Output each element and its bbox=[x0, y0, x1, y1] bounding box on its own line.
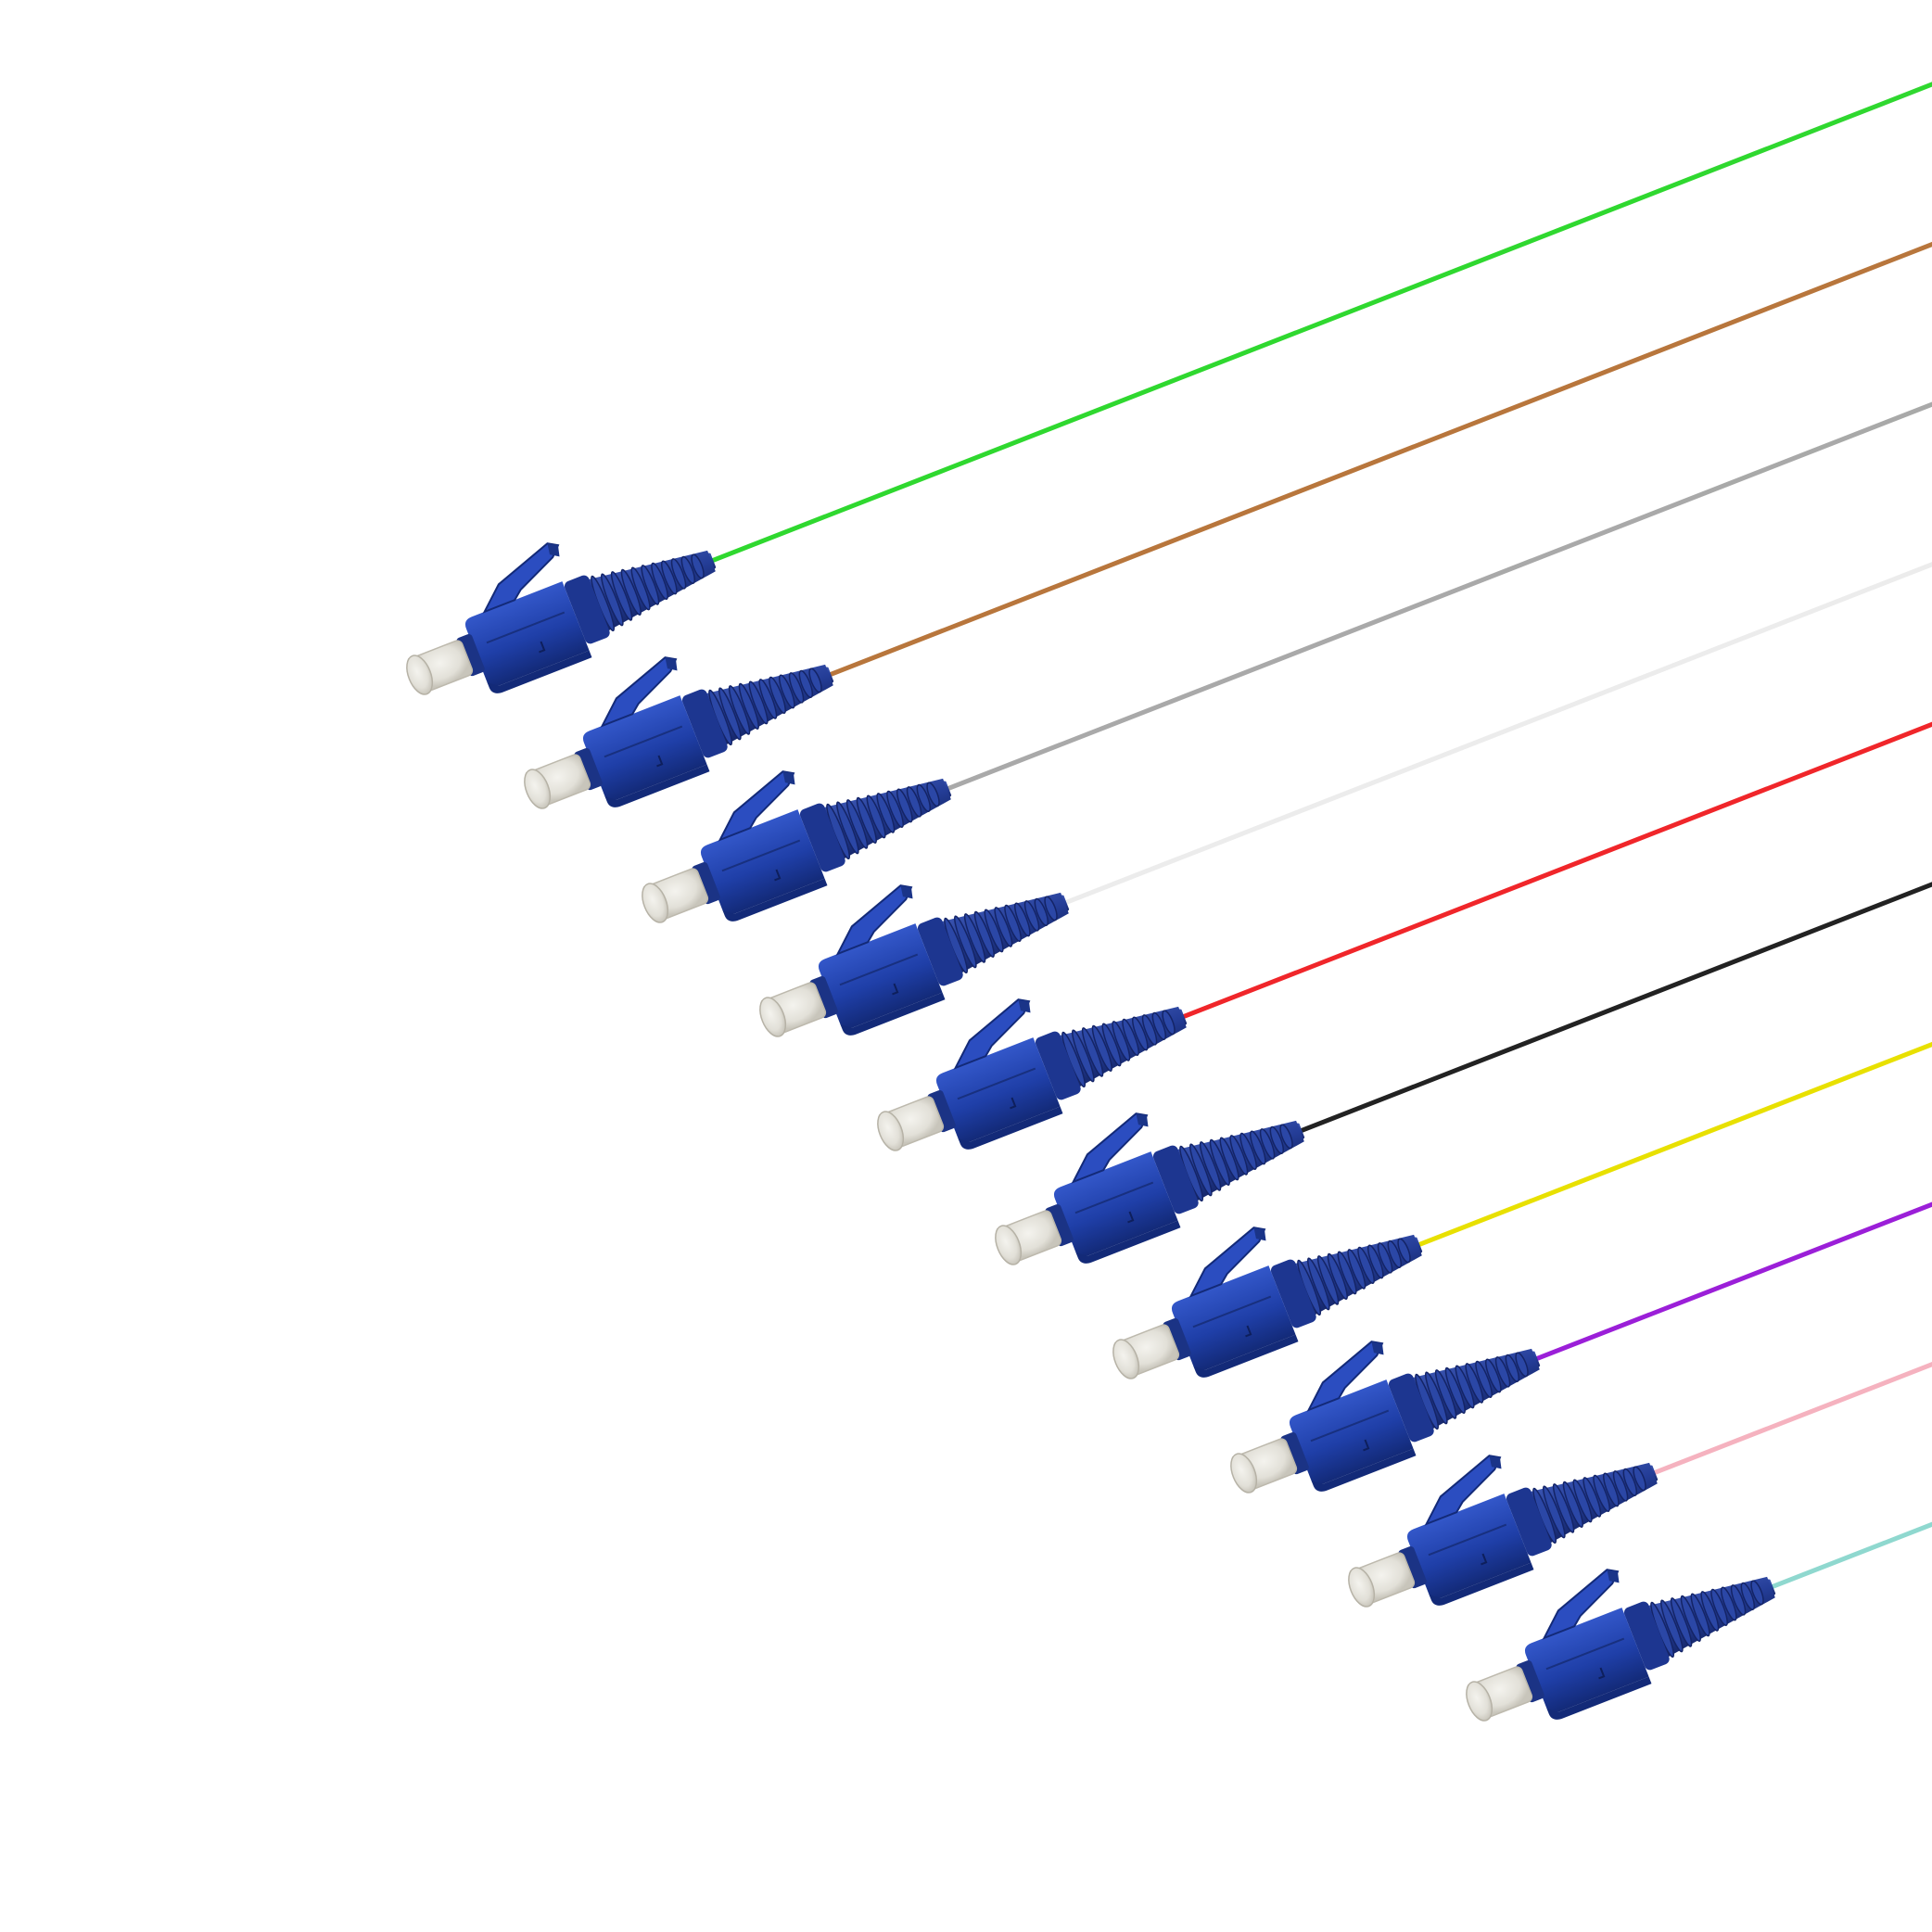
pigtail-pink bbox=[1348, 1362, 1932, 1608]
pigtail-black bbox=[995, 882, 1932, 1265]
ferrule-tip bbox=[406, 655, 434, 695]
fiber-black bbox=[1290, 882, 1932, 1137]
fiber-pink bbox=[1644, 1362, 1932, 1479]
lc-connector bbox=[642, 770, 952, 923]
lc-connector bbox=[1230, 1341, 1541, 1493]
fiber-violet bbox=[1526, 1201, 1932, 1365]
ferrule-tip bbox=[759, 997, 787, 1037]
lc-connector bbox=[406, 542, 717, 695]
ferrule-tip bbox=[524, 769, 552, 809]
fiber-green bbox=[702, 82, 1932, 566]
fiber-aqua bbox=[1761, 1521, 1932, 1593]
pigtail-white bbox=[759, 562, 1932, 1037]
pigtail-brown bbox=[524, 241, 1932, 809]
fiber-brown bbox=[820, 241, 1932, 680]
lc-connector bbox=[1348, 1455, 1659, 1608]
fiber-yellow bbox=[1408, 1041, 1932, 1251]
ferrule-tip bbox=[1112, 1339, 1140, 1379]
lc-connector bbox=[524, 656, 834, 809]
fiber-gray bbox=[937, 401, 1932, 794]
pigtail-red bbox=[877, 721, 1932, 1151]
pigtail-gray bbox=[642, 401, 1932, 923]
lc-connector bbox=[877, 998, 1188, 1151]
pigtail-violet bbox=[1230, 1201, 1932, 1493]
fiber-red bbox=[1173, 721, 1932, 1023]
ferrule-tip bbox=[877, 1111, 905, 1151]
ferrule-tip bbox=[1466, 1681, 1493, 1722]
ferrule-tip bbox=[1348, 1567, 1376, 1608]
ferrule-tip bbox=[995, 1225, 1023, 1265]
lc-connector bbox=[1112, 1227, 1423, 1379]
pigtail-yellow bbox=[1112, 1041, 1932, 1379]
ferrule-tip bbox=[642, 883, 669, 923]
pigtail-group bbox=[406, 82, 1932, 1722]
pigtail-aqua bbox=[1466, 1521, 1932, 1722]
fiber-white bbox=[1055, 562, 1932, 909]
lc-connector bbox=[1466, 1569, 1776, 1722]
lc-connector bbox=[995, 1112, 1305, 1265]
pigtail-green bbox=[406, 82, 1932, 695]
lc-connector bbox=[759, 884, 1070, 1037]
ferrule-tip bbox=[1230, 1453, 1258, 1493]
